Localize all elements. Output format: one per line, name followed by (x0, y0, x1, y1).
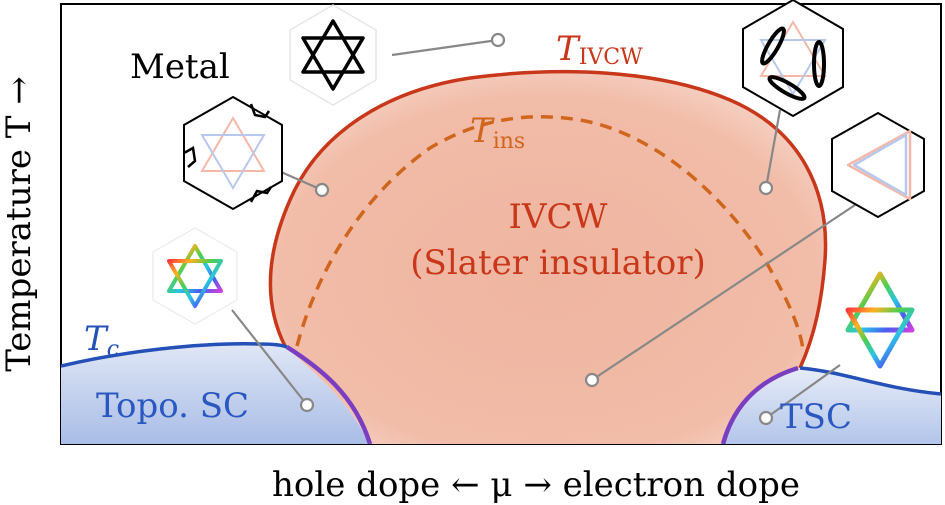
leader-dot-rainbow-left (299, 397, 315, 413)
t-ivcw-curve (268, 69, 828, 369)
ivcw-dome-region (270, 71, 826, 444)
leader-dot-rainbow-right (758, 410, 774, 426)
tc-curve (61, 342, 288, 368)
t-ivcw-label: TIVCW (556, 29, 643, 70)
topo-sc-label: Topo. SC (96, 386, 249, 426)
tc-curve-right (799, 366, 941, 396)
t-ivcw-label-main: T (556, 29, 581, 69)
tc-label-main: T (84, 319, 109, 359)
ivcw-label: IVCW (509, 197, 608, 237)
topo-sc-region (61, 345, 370, 444)
t-ivcw-label-sub: IVCW (579, 45, 643, 70)
fermi-surface-faint-inset (831, 111, 925, 219)
tsc-region (723, 368, 941, 444)
ivcw-sub-label: (Slater insulator) (410, 243, 705, 283)
t-ins-label-main: T (470, 111, 495, 151)
fermi-surface-pockets-inset (183, 95, 283, 211)
rainbow-star-inset-left (152, 227, 238, 325)
t-ins-label: Tins (470, 111, 525, 154)
tc-label-sub: c (107, 337, 119, 362)
y-axis-label: Temperature T → (0, 76, 39, 372)
tc-label: Tc (84, 319, 119, 362)
metal-label: Metal (130, 47, 230, 87)
tsc-label: TSC (780, 397, 852, 437)
purple-boundary-right (720, 365, 799, 444)
purple-boundary-left (285, 345, 373, 444)
leader-dot-ellipses (758, 180, 774, 196)
t-ins-label-sub: ins (493, 129, 526, 154)
leader-dot-pockets (314, 182, 330, 198)
t-ins-curve (295, 115, 805, 351)
x-axis-label: hole dope ← μ → electron dope (272, 465, 800, 505)
fermi-surface-star-inset (289, 4, 377, 106)
fermi-surface-ellipses-inset (742, 0, 844, 118)
rainbow-triangle-inset-right (845, 271, 915, 369)
leader-dot-faint (584, 372, 600, 388)
leader-dot-star (490, 32, 506, 48)
